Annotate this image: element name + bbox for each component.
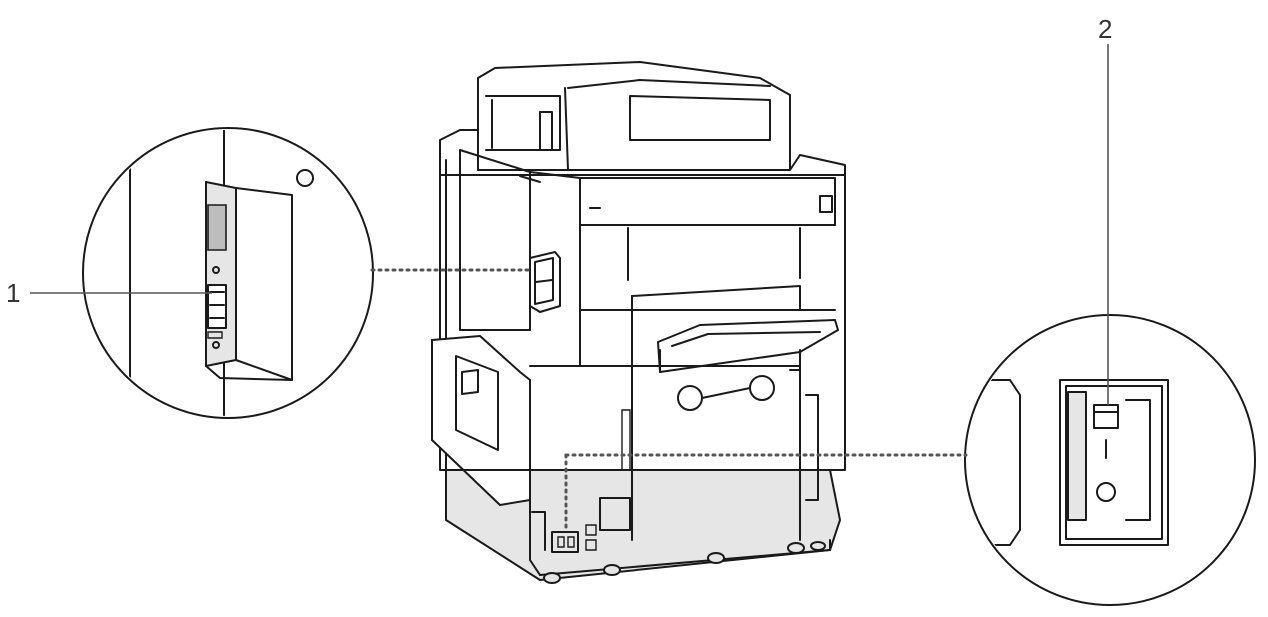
- callout-number-2: 2: [1098, 14, 1113, 44]
- printer-body: [431, 61, 846, 584]
- magnifier-power-switch: [964, 314, 1256, 606]
- callout-number-1: 1: [6, 278, 21, 308]
- callout-leaders: [30, 44, 1109, 534]
- magnifier-socket: [82, 127, 374, 419]
